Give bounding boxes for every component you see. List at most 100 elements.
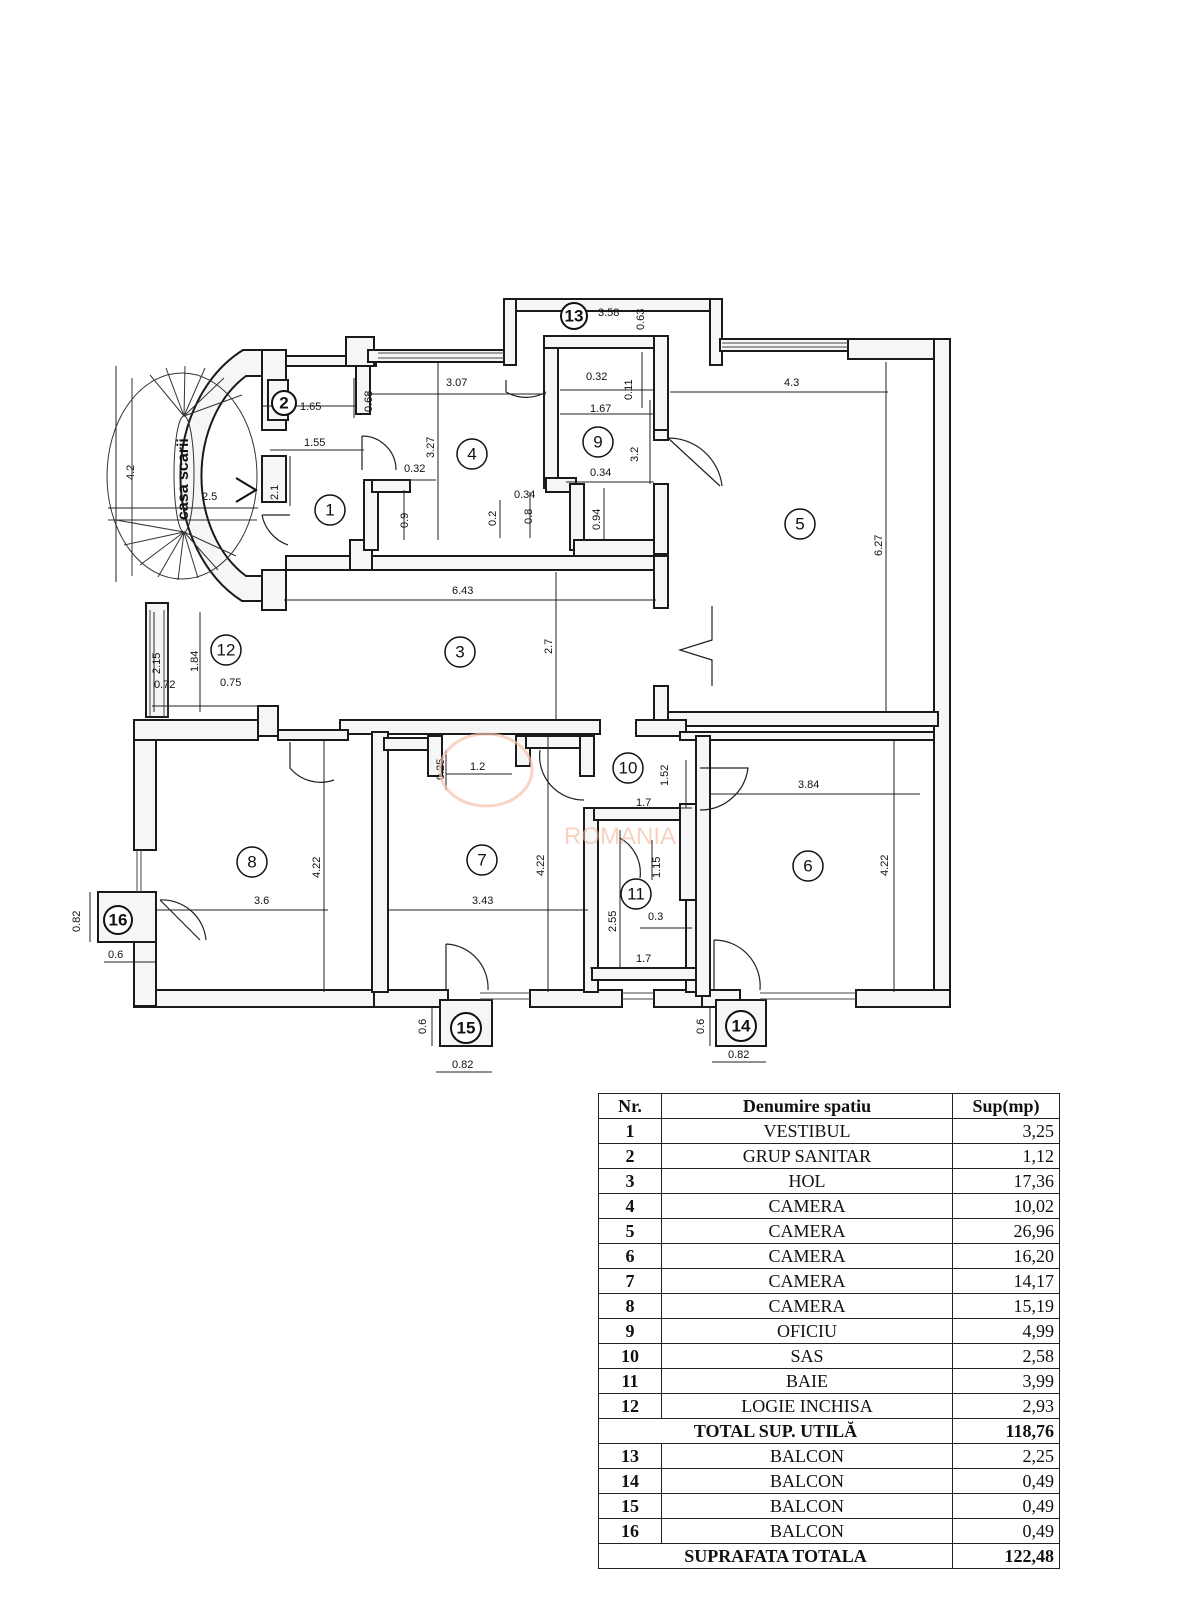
dim-label: 0.82 (728, 1049, 749, 1061)
room-marker-16: 16 (103, 905, 133, 935)
dim-label: 3.2 (629, 447, 641, 462)
cell-area: 15,19 (952, 1293, 1060, 1319)
dim-label: 0.82 (71, 911, 83, 932)
cell-nr: 7 (598, 1268, 662, 1294)
legend-header-row: Nr. Denumire spatiu Sup(mp) (598, 1093, 1060, 1119)
cell-name: VESTIBUL (661, 1118, 953, 1144)
cell-area: 0,49 (952, 1518, 1060, 1544)
dim-label: 1.7 (636, 953, 651, 965)
dim-label: 1.65 (300, 401, 321, 413)
dim-label: 3.07 (446, 377, 467, 389)
dim-label: 6.27 (873, 535, 885, 556)
cell-name: OFICIU (661, 1318, 953, 1344)
stair-label: casa scarii (175, 438, 192, 520)
walls (133, 298, 951, 1008)
cell-area: 3,99 (952, 1368, 1060, 1394)
dim-label: 0.3 (648, 911, 663, 923)
dim-label: 0.6 (695, 1019, 707, 1034)
cell-name: SAS (661, 1343, 953, 1369)
room-number: 7 (477, 851, 486, 870)
cell-nr: 6 (598, 1243, 662, 1269)
room-number: 13 (565, 307, 584, 326)
dim-label: 0.94 (591, 509, 603, 530)
dim-label: 1.15 (651, 857, 663, 878)
cell-name: BALCON (661, 1518, 953, 1544)
room-marker-4: 4 (456, 438, 488, 470)
dim-label: 3.27 (425, 437, 437, 458)
dim-label: 2.15 (151, 653, 163, 674)
room-numbers: 1 2 3 4 5 6 7 8 (103, 302, 824, 1044)
dim-label: 0.82 (452, 1059, 473, 1071)
grand-total-label: SUPRAFATA TOTALA (598, 1543, 953, 1569)
cell-name: HOL (661, 1168, 953, 1194)
room-marker-14: 14 (725, 1010, 757, 1042)
cell-name: CAMERA (661, 1193, 953, 1219)
col-header-name: Denumire spatiu (661, 1093, 953, 1119)
cell-area: 2,25 (952, 1443, 1060, 1469)
room-number: 5 (795, 515, 804, 534)
dim-label: 2.1 (269, 485, 281, 500)
dim-label: 1.84 (189, 651, 201, 672)
dim-label: 1.67 (590, 403, 611, 415)
room-number: 8 (247, 853, 256, 872)
cell-nr: 8 (598, 1293, 662, 1319)
cell-nr: 3 (598, 1168, 662, 1194)
cell-area: 3,25 (952, 1118, 1060, 1144)
room-number: 1 (325, 501, 334, 520)
cell-area: 10,02 (952, 1193, 1060, 1219)
dim-label: 0.72 (154, 679, 175, 691)
room-number: 16 (109, 911, 128, 930)
cell-area: 4,99 (952, 1318, 1060, 1344)
cell-nr: 11 (598, 1368, 662, 1394)
dim-label: 3.58 (598, 307, 619, 319)
cell-name: BAIE (661, 1368, 953, 1394)
watermark: ROMANIA (438, 732, 676, 850)
dim-label: 6.43 (452, 585, 473, 597)
cell-name: CAMERA (661, 1268, 953, 1294)
room-marker-6: 6 (792, 850, 824, 882)
room-marker-9: 9 (582, 426, 614, 458)
room-number: 12 (217, 641, 236, 660)
cell-nr: 4 (598, 1193, 662, 1219)
dim-label: 3.43 (472, 895, 493, 907)
room-number: 10 (619, 759, 638, 778)
cell-area: 0,49 (952, 1468, 1060, 1494)
dim-label: 1.52 (659, 765, 671, 786)
room-marker-2: 2 (271, 390, 297, 416)
cell-area: 16,20 (952, 1243, 1060, 1269)
room-marker-1: 1 (314, 494, 346, 526)
grand-total-area: 122,48 (952, 1543, 1060, 1569)
room-number: 6 (803, 857, 812, 876)
col-header-nr: Nr. (598, 1093, 662, 1119)
cell-area: 26,96 (952, 1218, 1060, 1244)
cell-area: 14,17 (952, 1268, 1060, 1294)
cell-area: 17,36 (952, 1168, 1060, 1194)
dim-label: 4.2 (125, 465, 137, 480)
windows (136, 342, 856, 1000)
dim-label: 4.22 (311, 857, 323, 878)
dim-label: 2.7 (543, 639, 555, 654)
cell-name: CAMERA (661, 1218, 953, 1244)
cell-nr: 2 (598, 1143, 662, 1169)
col-header-area: Sup(mp) (952, 1093, 1060, 1119)
cell-name: BALCON (661, 1493, 953, 1519)
total-util-label: TOTAL SUP. UTILĂ (598, 1418, 953, 1444)
cell-nr: 5 (598, 1218, 662, 1244)
dim-label: 2.55 (607, 911, 619, 932)
dim-label: 0.63 (635, 309, 647, 330)
